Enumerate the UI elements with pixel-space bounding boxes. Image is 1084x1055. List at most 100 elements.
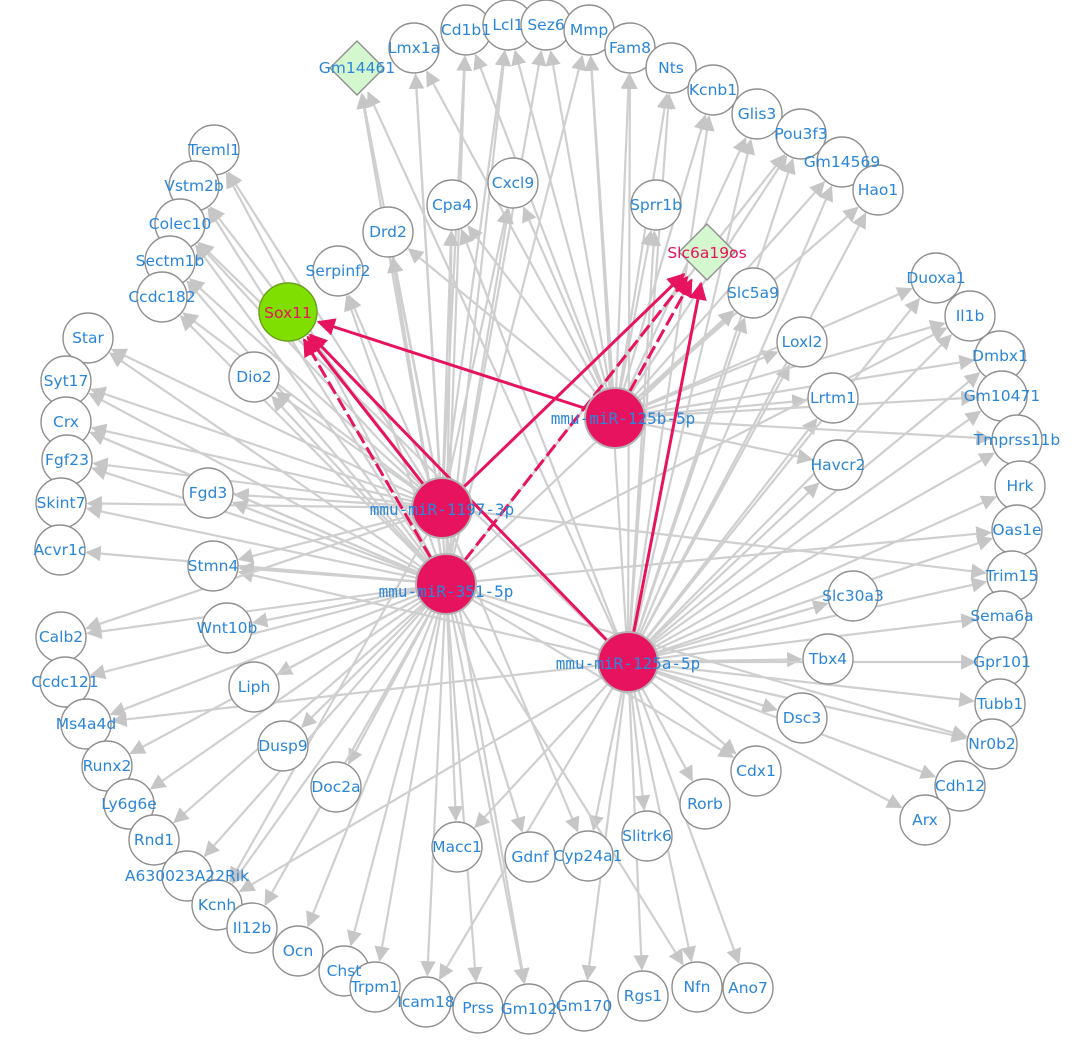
gene-label-rorb: Rorb [687,795,723,813]
gene-node-ano7[interactable] [722,962,774,1014]
edge-m125a-ano7 [637,689,742,965]
gene-node-cxcl9[interactable] [487,157,539,209]
edge-m1197-colec10 [197,242,423,487]
gene-label-gdnf: Gdnf [511,848,549,866]
gene-node-serpinf2[interactable] [312,245,364,297]
gene-node-ly6g6e[interactable] [103,778,155,830]
target-label-sox11: Sox11 [264,304,312,322]
gene-node-rorb[interactable] [679,778,731,830]
gene-node-kcnb1[interactable] [687,64,739,116]
target-node-slc6a19os[interactable] [678,223,736,281]
gene-node-arx[interactable] [899,794,951,846]
edge-m125a-kcnb1 [631,115,715,633]
gene-node-dsc3[interactable] [776,692,828,744]
mirna-label-m125a: mmu-miR-125a-5p [556,654,701,673]
edge-m1197-star [110,348,416,497]
gene-node-slc30a3[interactable] [827,570,879,622]
edge-m351-vstm2b [207,207,431,560]
gene-label-prss: Prss [462,999,494,1017]
gene-node-cdx1[interactable] [730,745,782,797]
gene-label-ano7: Ano7 [728,979,768,997]
gene-node-il1b[interactable] [944,290,996,342]
gene-label-syt17: Syt17 [44,372,89,390]
gene-node-doc2a[interactable] [310,761,362,813]
gene-node-ocn[interactable] [272,925,324,977]
gene-node-duoxa1[interactable] [910,252,962,304]
gene-node-prss[interactable] [452,982,504,1034]
edge-m351-calb2 [86,587,417,640]
gene-node-trpm1[interactable] [349,961,401,1013]
gene-node-macc1[interactable] [431,821,483,873]
gene-node-slc5a9[interactable] [727,267,779,319]
target-node-sox11[interactable] [258,282,318,342]
gene-node-gm14569[interactable] [816,136,868,188]
gene-node-il12b[interactable] [226,902,278,954]
mirna-node-m125a[interactable] [597,631,659,693]
gene-node-nts[interactable] [645,42,697,94]
gene-node-ms4a4d[interactable] [60,698,112,750]
gene-node-nfn[interactable] [671,961,723,1013]
gene-label-sprr1b: Sprr1b [630,196,682,214]
gene-node-lrtm1[interactable] [807,372,859,424]
gene-label-tubb1: Tubb1 [976,695,1023,713]
gene-node-hao1[interactable] [852,164,904,216]
gene-label-hrk: Hrk [1006,477,1033,495]
gene-node-havcr2[interactable] [812,439,864,491]
gene-node-liph[interactable] [228,661,280,713]
gene-label-kcnb1: Kcnb1 [689,81,737,99]
gene-node-cdh12[interactable] [934,760,986,812]
gene-node-cpa4[interactable] [426,179,478,231]
gene-node-gm102[interactable] [503,983,555,1035]
gene-node-dusp9[interactable] [257,720,309,772]
gene-label-il1b: Il1b [956,307,985,325]
gene-label-slc5a9: Slc5a9 [727,284,779,302]
gene-node-gm14461[interactable] [329,40,385,96]
gene-label-gm14569: Gm14569 [804,153,880,171]
edge-m125b-sprr1b [619,230,656,389]
mirna-node-m1197[interactable] [411,477,473,539]
edge-m351-syt17 [88,392,421,571]
gene-node-glis3[interactable] [731,88,783,140]
gene-node-rgs1[interactable] [617,970,669,1022]
edge-m1197-skint7 [86,495,413,512]
gene-node-loxl2[interactable] [776,316,828,368]
gene-node-icam18[interactable] [400,976,452,1028]
edge-m125a-tmprss11b [653,452,995,649]
edge-m351-trpm1 [374,613,442,962]
edge-m125b-cxcl9 [522,206,605,391]
gene-node-gm170[interactable] [558,980,610,1032]
gene-node-sprr1b[interactable] [630,179,682,231]
gene-node-ccdc121[interactable] [39,656,91,708]
gene-label-sectm1b: Sectm1b [136,252,205,270]
gene-node-ccdc182[interactable] [136,271,188,323]
gene-node-nr0b2[interactable] [966,718,1018,770]
gene-label-fgf23: Fgf23 [45,451,89,469]
gene-node-tbx4[interactable] [802,633,854,685]
gene-node-slitrk6[interactable] [621,810,673,862]
gene-label-icam18: Icam18 [397,993,454,1011]
gene-node-lmx1a[interactable] [388,22,440,74]
gene-node-cyp24a1[interactable] [562,830,614,882]
gene-node-dio2[interactable] [228,351,280,403]
gene-node-pou3f3[interactable] [775,108,827,160]
gene-node-rnd1[interactable] [128,814,180,866]
gene-label-acvr1c: Acvr1c [34,541,87,559]
mirna-node-m351[interactable] [415,553,477,615]
gene-label-cpa4: Cpa4 [432,196,472,214]
edge-m125b-sez6 [545,50,611,389]
gene-label-trpm1: Trpm1 [350,978,399,996]
gene-label-dusp9: Dusp9 [258,737,308,755]
gene-node-acvr1c[interactable] [34,524,86,576]
gene-node-gdnf[interactable] [504,831,556,883]
gene-node-wnt10b[interactable] [201,602,253,654]
mirna-node-m125b[interactable] [584,387,646,449]
edge-m1197-cxcl9 [447,207,512,479]
edge-m351-nfn [460,608,684,966]
gene-node-stmn4[interactable] [187,540,239,592]
gene-node-star[interactable] [62,312,114,364]
gene-label-ccdc182: Ccdc182 [128,288,195,306]
gene-node-fgd3[interactable] [182,467,234,519]
gene-node-drd2[interactable] [362,206,414,258]
